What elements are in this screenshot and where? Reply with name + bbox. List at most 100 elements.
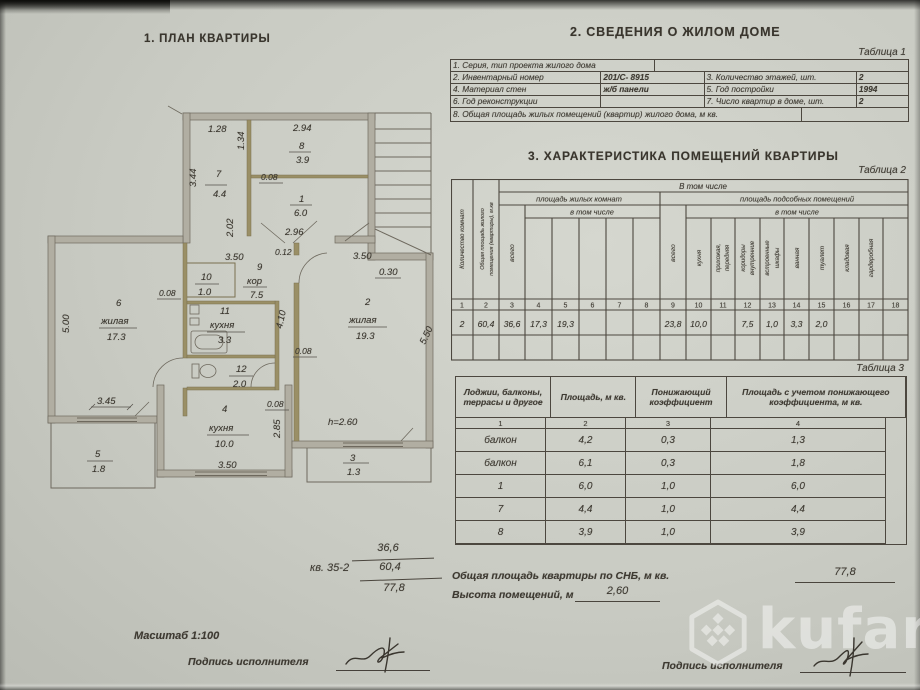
t2-header: площадь жилых комнат [536,195,622,204]
staircase [374,112,432,256]
table-cell: Площадь с учетом понижающего коэффициент… [725,376,907,418]
t2-colnum: 1 [460,303,464,310]
table-row: 7 4,4 1,0 4,4 [455,497,906,521]
signature-line-left [336,654,430,671]
table-cell: 1,0 [625,497,711,521]
t2-value: 2 [459,319,465,329]
room-height-label: Высота помещений, м [452,589,574,601]
plan-label: 3.50 [353,251,372,262]
t2-header: в том числе [570,208,614,217]
table-cell: Площадь, м кв. [550,376,637,418]
t2-colnum: 16 [843,303,851,310]
windows [77,417,403,476]
t2-colnum: 13 [768,303,776,310]
photo-edge-left [0,0,6,690]
table-cell: Лоджии, балконы, террасы и другое [455,376,552,418]
plan-label: 10.0 [215,439,234,450]
table3-caption: Таблица 3 [856,363,904,374]
t2-colhead-vertical: шкафы [775,247,781,268]
table1-caption: Таблица 1 [858,47,906,58]
room-height-value: 2,60 [575,585,660,602]
plan-label: 4.4 [213,189,226,200]
table-row: 8. Общая площадь жилых помещений (кварти… [450,107,909,122]
plan-label: 2 [364,297,371,308]
kufar-watermark-text: kufar [758,597,920,662]
plan-label: 10 [201,272,212,283]
balcony-3-outline [306,448,432,483]
plan-label: 9 [257,262,263,273]
t2-colhead-vertical: кухня [696,249,703,266]
t2-colhead-vertical: гардеробная [867,238,875,277]
t2-colhead-vertical: прихожая, [716,244,722,272]
signature-scribble-left [345,637,405,673]
door-swings [134,105,414,442]
table-cell: 1 [455,474,546,498]
table-cell: 6,0 [710,474,886,498]
table-cell: 4,4 [545,497,626,521]
t2-colnum: 6 [591,303,595,310]
plan-label: кор [247,276,262,287]
plan-label: 12 [236,364,247,375]
t2-colhead-vertical: помещения (квартиры), м.кв [489,202,495,276]
t2-colnum: 10 [695,303,703,310]
plan-label: 2.96 [284,227,304,238]
plan-label: 1 [299,194,304,205]
executor-signature-label-left: Подпись исполнителя [188,656,309,668]
plan-label: 0.12 [275,247,292,257]
rooms-title: 3. ХАРАКТЕРИСТИКА ПОМЕЩЕНИЙ КВАРТИРЫ [528,149,839,163]
table-row: Лоджии, балконы, террасы и другое Площад… [455,376,907,418]
plan-label: 5.00 [61,314,72,333]
t2-colhead-vertical: внутренние [750,240,756,275]
table-cell: 1,0 [625,474,711,498]
table-cell [801,107,909,122]
building-info-title: 2. СВЕДЕНИЯ О ЖИЛОМ ДОМЕ [570,25,781,39]
plan-title: 1. ПЛАН КВАРТИРЫ [144,33,271,45]
plan-label: 4.10 [274,309,289,330]
t2-value: 1,0 [766,319,778,329]
plan-label: 1.0 [198,287,212,298]
t2-value: 23,8 [664,319,682,329]
plan-label: 1.28 [208,124,227,135]
t2-value: 17,3 [530,319,547,329]
kufar-logo-icon [689,599,747,667]
table-building-info: 1. Серия, тип проекта жилого дома 2. Инв… [450,59,909,122]
closet-outline [187,262,236,298]
plan-label: 3.44 [188,169,199,188]
photo-edge-right [914,0,920,690]
plan-label: 11 [220,306,230,317]
plan-label: жилая [100,316,129,327]
plan-label: 0.30 [379,267,398,278]
plan-label: 0.08 [295,346,312,356]
table-cell: 3,9 [710,520,886,544]
plan-label: 2.0 [232,379,247,390]
plan-label: 5 [95,449,101,460]
table-cell: 4,4 [710,497,886,521]
t2-colnum: 17 [867,303,875,310]
plan-label: 7.5 [250,290,264,301]
table-cell: 6,1 [545,451,626,475]
t2-value: 19,3 [557,319,574,329]
plan-label: 6.0 [294,208,308,219]
t2-colhead-vertical: встроенные [765,240,771,276]
t2-colhead-vertical: передняя [725,244,731,271]
t2-colnum: 18 [892,303,900,310]
plan-labels: 1.28 3.44 7 4.4 1.34 2.94 8 3.9 0.08 1 6… [61,123,436,478]
plan-label: кухня [210,320,234,331]
photo-edge-top [0,0,920,10]
plan-label: 4 [222,404,227,415]
total-area-label: Общая площадь квартиры по СНБ, м кв. [452,570,670,582]
plan-label: 7 [216,169,222,180]
t2-colhead-vertical: кладовая [843,244,851,272]
plan-label: кухня [209,423,233,434]
table-cell: 3,9 [545,520,626,544]
signature-line-right [800,656,906,673]
plan-label: 1.3 [347,467,361,478]
table-row: 1 6,0 1,0 6,0 [455,474,906,498]
table-cell: балкон [455,428,546,452]
t2-colnum: 2 [484,303,488,310]
plan-label: 0.08 [261,172,278,182]
t2-colnum: 4 [537,303,541,310]
plan-label: h=2.60 [328,417,358,428]
t2-colhead-vertical: Общая площадь жилого [480,208,486,270]
